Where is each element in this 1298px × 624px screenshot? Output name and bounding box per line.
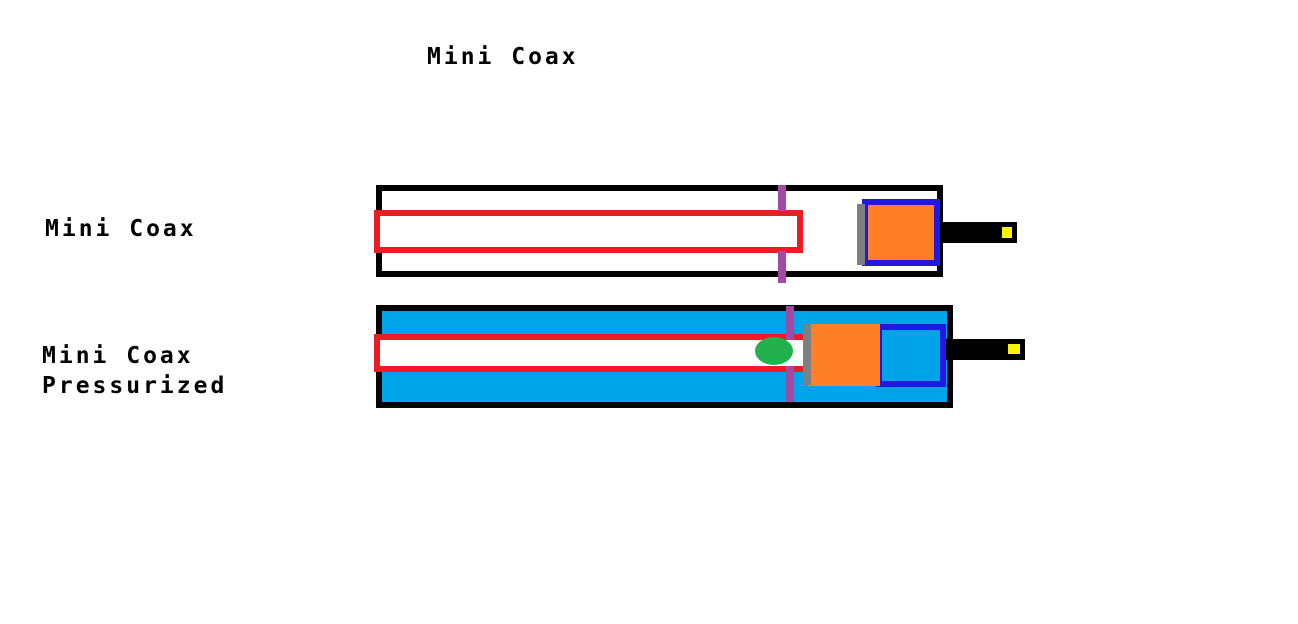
coax2-marker-line-top (786, 306, 794, 340)
coax2-piston-block (808, 324, 880, 386)
label-line-2: Pressurized (42, 373, 228, 399)
coax1-inner-conductor (374, 210, 803, 253)
coax1-piston-block (862, 199, 940, 266)
coax1-connector-tip (1002, 227, 1012, 238)
page-title: Mini Coax (427, 44, 579, 70)
coax2-marker-line-bottom (786, 366, 794, 402)
coax1-connector-stem (941, 222, 1017, 243)
label-mini-coax-pressurized: Mini Coax Pressurized (42, 341, 227, 401)
coax1-piston-seal (857, 204, 865, 265)
coax2-connector-tip (1008, 344, 1020, 354)
coax1-marker-line-top (778, 185, 786, 211)
label-line-1: Mini Coax (42, 343, 194, 369)
coax2-pressure-bubble (755, 337, 793, 365)
coax1-marker-line-bottom (778, 251, 786, 283)
label-mini-coax: Mini Coax (45, 216, 197, 242)
coax2-piston-seal (803, 324, 811, 385)
coax2-piston-chamber (876, 324, 946, 387)
coax2-connector-stem (946, 339, 1025, 360)
coax2-inner-conductor (374, 334, 812, 372)
